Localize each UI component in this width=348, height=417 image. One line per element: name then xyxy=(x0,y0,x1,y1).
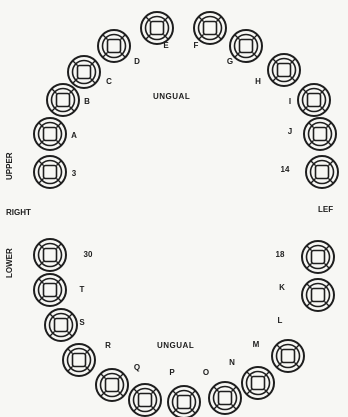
tooth-upper-12 xyxy=(305,155,339,189)
tooth-upper-7 xyxy=(193,11,227,45)
lower-label: LOWER xyxy=(5,248,14,278)
tooth-label-lower-7: O xyxy=(203,368,209,377)
tooth-lower-9 xyxy=(241,366,275,400)
tooth-label-lower-8: N xyxy=(229,358,235,367)
tooth-lower-5 xyxy=(95,368,129,402)
tooth-upper-9 xyxy=(267,53,301,87)
tooth-lower-1 xyxy=(33,238,67,272)
tooth-label-upper-2: A xyxy=(71,131,77,140)
tooth-label-upper-12: 14 xyxy=(281,165,290,174)
tooth-upper-5 xyxy=(97,29,131,63)
tooth-label-upper-10: I xyxy=(289,97,291,106)
right-side-label: RIGHT xyxy=(6,208,31,217)
tooth-lower-4 xyxy=(62,343,96,377)
tooth-upper-8 xyxy=(229,29,263,63)
tooth-lower-10 xyxy=(271,339,305,373)
lower-arch-teeth xyxy=(33,238,335,417)
tooth-label-upper-1: 3 xyxy=(72,169,77,178)
tooth-label-upper-6: E xyxy=(163,41,169,50)
tooth-label-lower-9: M xyxy=(253,340,260,349)
tooth-upper-2 xyxy=(33,117,67,151)
left-side-label: LEF xyxy=(318,205,333,214)
upper-label: UPPER xyxy=(5,152,14,180)
tooth-label-upper-7: F xyxy=(194,41,199,50)
tooth-label-lower-1: 30 xyxy=(84,250,93,259)
tooth-label-lower-2: T xyxy=(80,285,85,294)
tooth-lower-3 xyxy=(44,308,78,342)
tooth-lower-12 xyxy=(301,240,335,274)
tooth-upper-4 xyxy=(67,55,101,89)
tooth-label-lower-4: R xyxy=(105,341,111,350)
tooth-lower-7 xyxy=(167,385,201,417)
tooth-label-lower-5: Q xyxy=(134,363,140,372)
tooth-label-lower-6: P xyxy=(169,368,175,377)
lingual-label-upper: UNGUAL xyxy=(153,92,190,101)
tooth-upper-11 xyxy=(303,117,337,151)
tooth-lower-6 xyxy=(128,383,162,417)
tooth-label-upper-4: C xyxy=(106,77,112,86)
tooth-label-lower-3: S xyxy=(79,318,85,327)
tooth-label-upper-9: H xyxy=(255,77,261,86)
tooth-upper-10 xyxy=(297,83,331,117)
tooth-label-lower-10: L xyxy=(278,316,283,325)
tooth-label-upper-5: D xyxy=(134,57,140,66)
tooth-label-lower-11: K xyxy=(279,283,285,292)
upper-arch-teeth xyxy=(33,11,339,189)
tooth-label-upper-3: B xyxy=(84,97,90,106)
tooth-lower-8 xyxy=(208,381,242,415)
tooth-lower-2 xyxy=(33,273,67,307)
tooth-label-upper-11: J xyxy=(288,127,292,136)
tooth-upper-1 xyxy=(33,155,67,189)
tooth-upper-6 xyxy=(140,11,174,45)
lingual-label-lower: UNGUAL xyxy=(157,341,194,350)
tooth-label-lower-12: 18 xyxy=(276,250,285,259)
tooth-label-upper-8: G xyxy=(227,57,233,66)
tooth-upper-3 xyxy=(46,83,80,117)
tooth-lower-11 xyxy=(301,278,335,312)
